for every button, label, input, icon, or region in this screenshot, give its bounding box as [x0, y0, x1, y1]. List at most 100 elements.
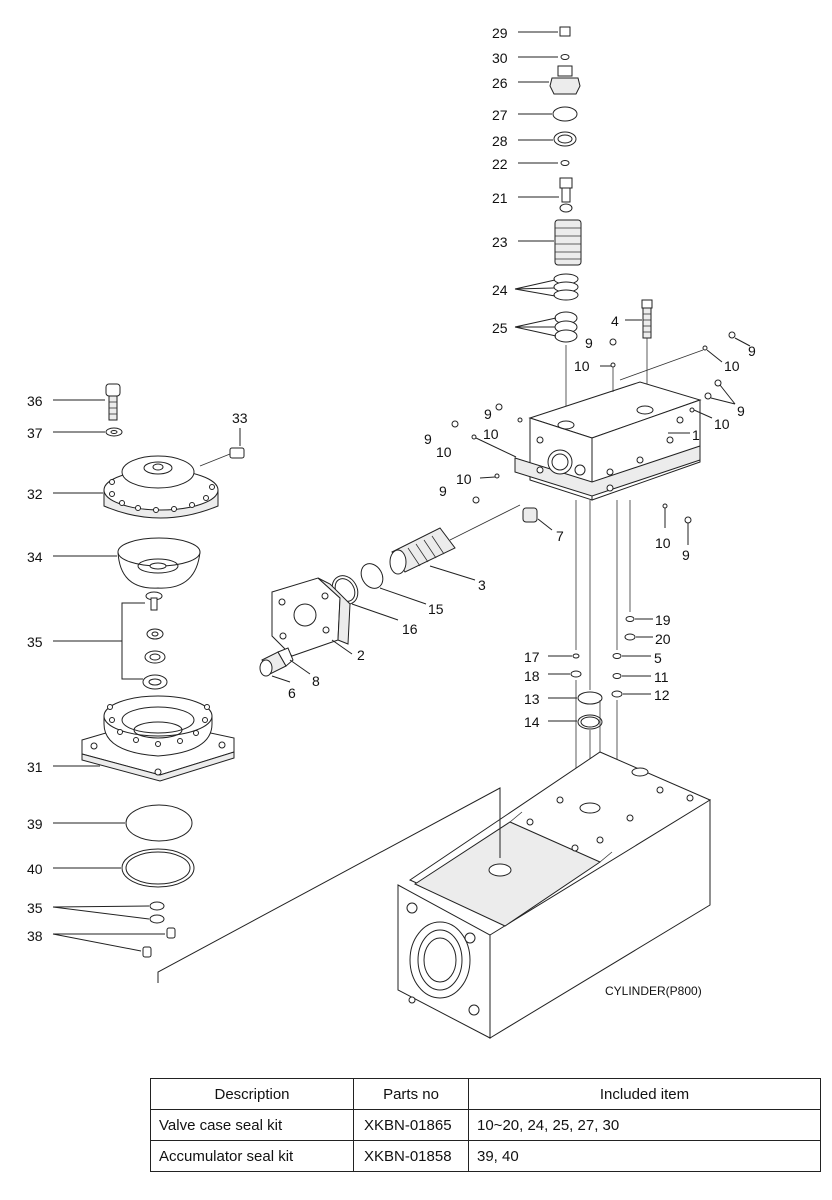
callout-9b: 9	[585, 335, 593, 351]
callout-33: 33	[232, 410, 248, 426]
part-20-o-ring: 20	[624, 631, 671, 647]
callout-32: 32	[27, 486, 43, 502]
callout-19: 19	[655, 612, 671, 628]
part-28-backup-ring: 28	[492, 131, 577, 149]
callout-29: 29	[492, 25, 508, 41]
cell-description: Valve case seal kit	[150, 1109, 354, 1141]
part-10-plugs: 10 10 10 10 10 10 10	[436, 345, 740, 551]
callout-18: 18	[524, 668, 540, 684]
callout-8: 8	[312, 673, 320, 689]
part-40-backup-ring: 40	[27, 848, 195, 888]
part-17-o-ring: 17	[524, 649, 580, 665]
part-4-bolt: 4	[611, 299, 653, 390]
col-parts-no-header: Parts no	[353, 1078, 469, 1110]
callout-10b: 10	[724, 358, 740, 374]
part-36-bolt: 36	[27, 383, 121, 421]
part-30-washer: 30	[492, 50, 570, 66]
part-12-o-ring: 12	[611, 687, 670, 703]
part-32-upper-body: 32	[27, 455, 219, 519]
part-34-diaphragm: 34	[27, 537, 201, 589]
part-19-o-ring: 19	[625, 612, 671, 628]
callout-36: 36	[27, 393, 43, 409]
part-21-pin: 21	[492, 177, 573, 213]
callout-20: 20	[655, 631, 671, 647]
part-38-plugs: 38	[27, 927, 176, 958]
callout-9d: 9	[484, 406, 492, 422]
cell-description: Accumulator seal kit	[150, 1140, 354, 1172]
callout-9g: 9	[682, 547, 690, 563]
part-35-lower-nuts: 35	[27, 900, 165, 924]
callout-22: 22	[492, 156, 508, 172]
callout-5: 5	[654, 650, 662, 666]
part-25-seal-rings: 25	[492, 311, 578, 343]
callout-21: 21	[492, 190, 508, 206]
part-1-valve-case: 1	[514, 381, 702, 501]
callout-35b: 35	[27, 900, 43, 916]
callout-39: 39	[27, 816, 43, 832]
callout-6: 6	[288, 685, 296, 701]
callout-35a: 35	[27, 634, 43, 650]
part-29-nut: 29	[492, 25, 571, 41]
callout-10f: 10	[456, 471, 472, 487]
callout-23: 23	[492, 234, 508, 250]
table-header-row: Description Parts no Included item	[150, 1078, 821, 1110]
cell-parts-no: XKBN-01858	[353, 1140, 469, 1172]
part-9-screws: 9 9 9 9 9 9 9	[424, 331, 756, 563]
callout-25: 25	[492, 320, 508, 336]
callout-7: 7	[556, 528, 564, 544]
part-18-o-ring: 18	[524, 668, 582, 684]
part-7-filter: 7	[522, 507, 564, 544]
part-11-o-ring: 11	[612, 669, 669, 685]
callout-9c: 9	[737, 403, 745, 419]
callout-14: 14	[524, 714, 540, 730]
callout-30: 30	[492, 50, 508, 66]
cell-parts-no: XKBN-01865	[353, 1109, 469, 1141]
part-3-sleeve: 3	[389, 504, 521, 593]
col-included-item-header: Included item	[468, 1078, 821, 1110]
part-23-spool: 23	[492, 219, 582, 266]
callout-10a: 10	[574, 358, 590, 374]
callout-10d: 10	[483, 426, 499, 442]
part-35-valve-set: 35	[27, 591, 168, 690]
callout-1: 1	[692, 427, 700, 443]
cylinder-block: CYLINDER(P800)	[397, 751, 712, 1039]
callout-3: 3	[478, 577, 486, 593]
callout-16: 16	[402, 621, 418, 637]
part-39-o-ring: 39	[27, 804, 193, 842]
callout-13: 13	[524, 691, 540, 707]
table-row: Valve case seal kit XKBN-01865 10~20, 24…	[150, 1109, 821, 1141]
part-8-plug: 8 6	[259, 647, 320, 701]
callout-9a: 9	[748, 343, 756, 359]
callout-31: 31	[27, 759, 43, 775]
callout-9f: 9	[439, 483, 447, 499]
callout-28: 28	[492, 133, 508, 149]
callout-10c: 10	[714, 416, 730, 432]
part-33-plug: 33	[199, 410, 248, 467]
part-14-backup-ring: 14	[524, 714, 603, 730]
part-2-cover: 2	[271, 577, 365, 663]
exploded-parts-diagram: 29 30 26 27 28 22 21	[27, 25, 756, 1039]
part-15-o-ring: 15	[360, 563, 444, 617]
callout-38: 38	[27, 928, 43, 944]
cell-included-item: 39, 40	[468, 1140, 821, 1172]
callout-34: 34	[27, 549, 43, 565]
seal-kit-table: Description Parts no Included item Valve…	[150, 1078, 821, 1172]
callout-24: 24	[492, 282, 508, 298]
part-37-washer: 37	[27, 425, 123, 441]
cylinder-label: CYLINDER(P800)	[605, 984, 702, 998]
callout-17: 17	[524, 649, 540, 665]
part-26-plug: 26	[492, 65, 581, 95]
callout-10e: 10	[436, 444, 452, 460]
part-24-seal-rings: 24	[492, 273, 579, 301]
callout-4: 4	[611, 313, 619, 329]
callout-40: 40	[27, 861, 43, 877]
callout-15: 15	[428, 601, 444, 617]
part-27-o-ring: 27	[492, 106, 578, 123]
callout-37: 37	[27, 425, 43, 441]
part-13-o-ring: 13	[524, 691, 603, 707]
cell-included-item: 10~20, 24, 25, 27, 30	[468, 1109, 821, 1141]
col-description-header: Description	[150, 1078, 354, 1110]
part-31-lower-body: 31	[27, 695, 235, 782]
callout-10g: 10	[655, 535, 671, 551]
callout-27: 27	[492, 107, 508, 123]
